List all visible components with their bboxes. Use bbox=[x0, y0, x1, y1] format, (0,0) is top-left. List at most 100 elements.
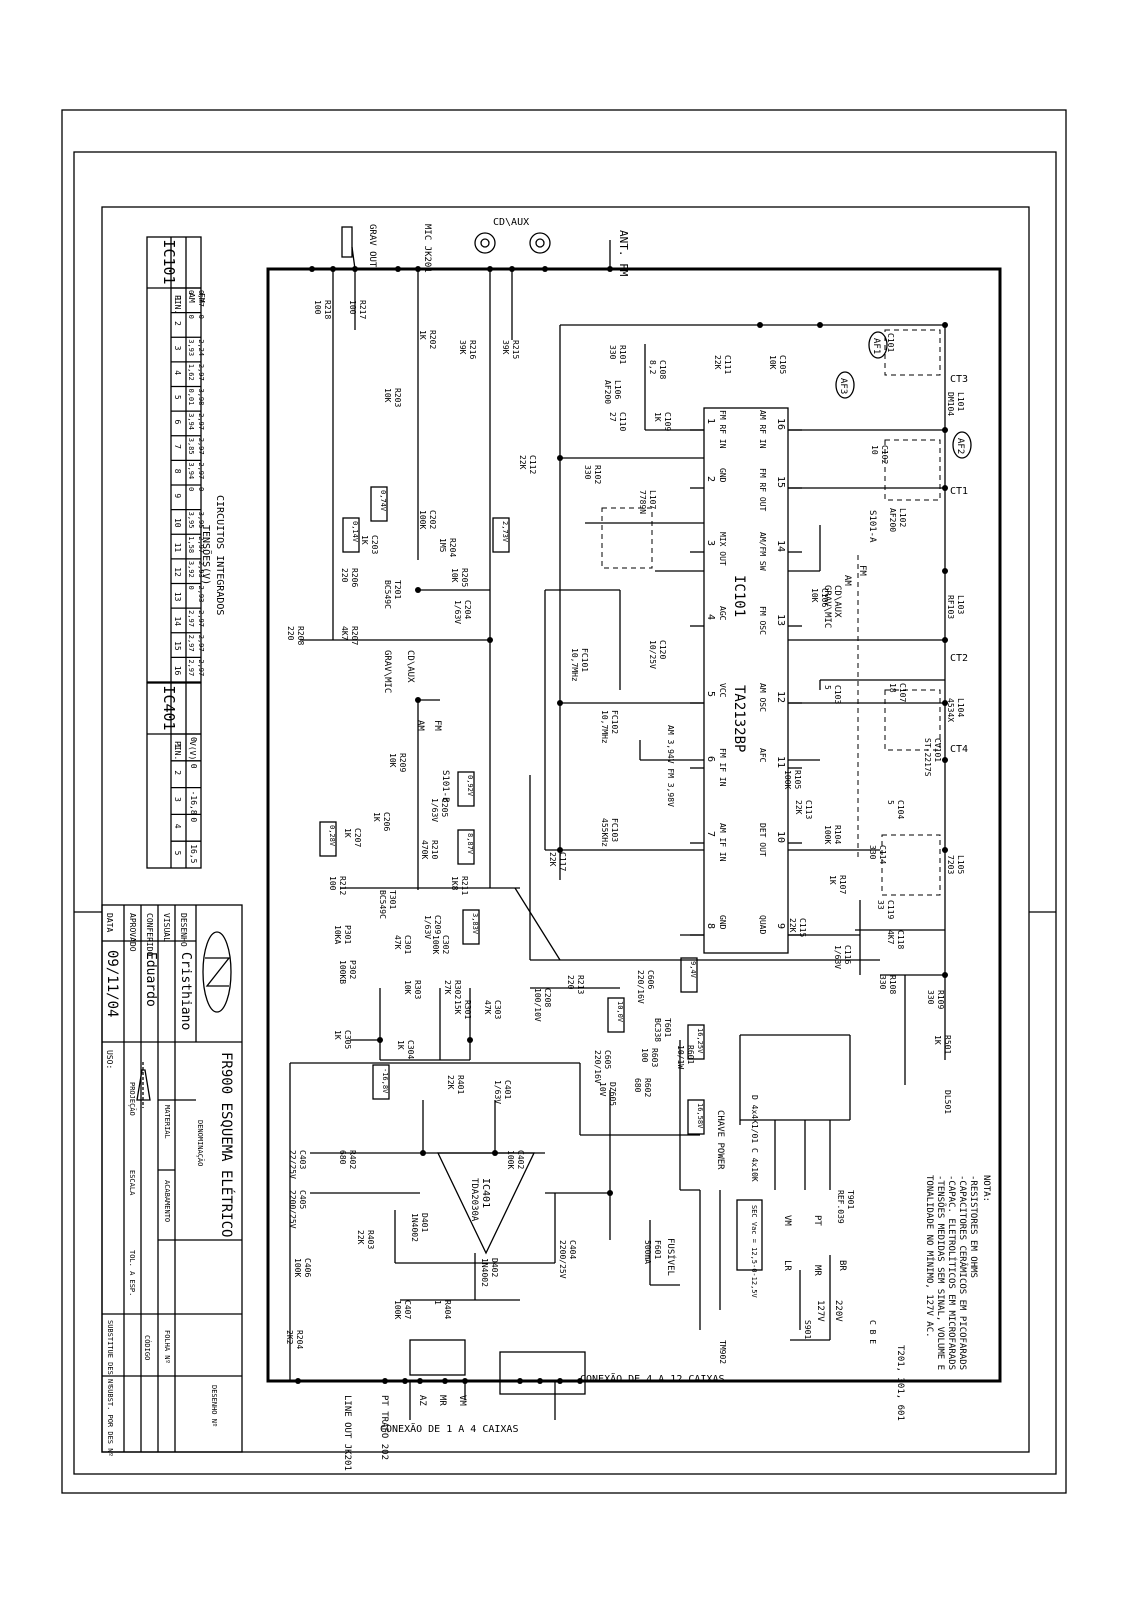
component-ref: C118 bbox=[896, 930, 905, 949]
svg-text:TDA2030A: TDA2030A bbox=[469, 1178, 479, 1222]
svg-text:AF1: AF1 bbox=[871, 338, 881, 354]
component-ref: R205 bbox=[460, 568, 469, 587]
ic101-am-value: 3,92 bbox=[187, 561, 195, 578]
svg-text:IC401: IC401 bbox=[480, 1178, 491, 1208]
ic101-pin-label: FM RF IN bbox=[718, 410, 727, 449]
svg-text:127V: 127V bbox=[815, 1300, 825, 1322]
rf-tuning-labels: AF1 AF3 AF2 CT3 CT1 CT2 CT4 bbox=[835, 331, 972, 755]
voltage-tag: 0,28V bbox=[328, 825, 336, 847]
svg-text:PT TRAFO 202: PT TRAFO 202 bbox=[379, 1395, 389, 1460]
component-value: 1N4002 bbox=[410, 1213, 419, 1242]
component-value: 680 bbox=[633, 1078, 642, 1093]
svg-text:FM: FM bbox=[432, 720, 442, 731]
component-value: 500mA bbox=[643, 1240, 652, 1264]
ic101-am-value: 3,95 bbox=[187, 512, 195, 529]
component-value: 8,2 bbox=[648, 360, 657, 375]
ic101-fm-value: 2,97 bbox=[197, 635, 205, 652]
component-ref: R204 bbox=[448, 538, 457, 557]
ic101-pin-number: 15 bbox=[173, 641, 182, 651]
component-value: 1/63V bbox=[453, 600, 462, 624]
component-ref: R107 bbox=[838, 875, 847, 894]
ic101-pin-label: AM IF IN bbox=[718, 823, 727, 862]
svg-text:C B E: C B E bbox=[868, 1320, 877, 1344]
component-value: 10/1W bbox=[676, 1045, 685, 1069]
component-value: 1K bbox=[396, 1040, 405, 1050]
component-ref: L104 bbox=[956, 698, 965, 717]
ic101-pin-number: 10 bbox=[775, 831, 786, 843]
svg-text:CD\AUX: CD\AUX bbox=[493, 217, 529, 228]
component-value: 22K bbox=[548, 852, 557, 867]
ic101-pin-number: 13 bbox=[173, 592, 182, 602]
svg-text:CT1: CT1 bbox=[950, 486, 968, 497]
component-value: 1K bbox=[828, 875, 837, 885]
component-value: 330 bbox=[868, 845, 877, 860]
component-ref: C209 bbox=[433, 915, 442, 934]
component-value: 1N4002 bbox=[480, 1258, 489, 1287]
svg-text:GRAV\MIC: GRAV\MIC bbox=[382, 650, 392, 693]
component-ref: DL501 bbox=[943, 1090, 952, 1114]
component-value: 100K bbox=[823, 825, 832, 844]
component-ref: R105 bbox=[793, 770, 802, 789]
component-value: 100K bbox=[783, 770, 792, 789]
component-ref: C103 bbox=[833, 685, 842, 704]
ic101-am-value: 0,01 bbox=[187, 389, 195, 406]
ic101-pin-number: 6 bbox=[173, 419, 182, 424]
svg-text:GRAV\MIC: GRAV\MIC bbox=[822, 585, 832, 628]
ic401-pin-number: 4 bbox=[173, 824, 182, 829]
component-ref: T301 bbox=[388, 890, 397, 909]
component-ref: R208 bbox=[296, 626, 305, 645]
svg-text:SEC Vac = 12,5-0-12,5V: SEC Vac = 12,5-0-12,5V bbox=[750, 1205, 758, 1299]
component-value: 39K bbox=[501, 340, 510, 355]
ic101-pin-number: 13 bbox=[775, 614, 786, 626]
component-ref: R203 bbox=[393, 388, 402, 407]
component-value: 10K bbox=[450, 568, 459, 583]
svg-text:DATA: DATA bbox=[105, 913, 114, 932]
ic101-am-label: AM bbox=[187, 293, 196, 303]
svg-text:CONEXÃO DE 1 A 4 CAIXAS: CONEXÃO DE 1 A 4 CAIXAS bbox=[380, 1422, 518, 1435]
svg-text:AM: AM bbox=[415, 720, 425, 731]
component-value: 220 bbox=[340, 568, 349, 583]
ic101-fm-value: 2,97 bbox=[197, 364, 205, 381]
notes: NOTA: -RESISTORES EM OHMS -CAPACITORES C… bbox=[924, 1175, 991, 1370]
ic101-fm-value: 2,97 bbox=[197, 536, 205, 553]
component-ref: R202 bbox=[428, 330, 437, 349]
component-value: 47K bbox=[393, 935, 402, 950]
component-value: 1K8 bbox=[450, 876, 459, 891]
voltage-tag: -16,8V bbox=[381, 1068, 389, 1094]
component-value: REF.039 bbox=[836, 1190, 845, 1224]
ic101-fm-value: 2,97 bbox=[197, 610, 205, 627]
ic101-pin-number: 8 bbox=[173, 469, 182, 474]
component-value: 1K bbox=[933, 1035, 942, 1045]
svg-text:SUBSTITUE DES Nº: SUBSTITUE DES Nº bbox=[106, 1320, 114, 1387]
component-value: 100K bbox=[393, 1300, 402, 1319]
component-value: 10,7MHz bbox=[570, 648, 579, 682]
ic101-am-value: 0 bbox=[187, 315, 195, 319]
component-ref: C119 bbox=[886, 900, 895, 919]
component-ref: C105 bbox=[778, 355, 787, 374]
ic101-fm-value: 3,95 bbox=[197, 512, 205, 529]
svg-text:CD\AUX: CD\AUX bbox=[832, 585, 842, 618]
component-value: 330 bbox=[926, 990, 935, 1005]
ic401-value: -16,8 bbox=[189, 791, 198, 815]
component-ref: C114 bbox=[878, 845, 887, 864]
ic101-pin-number: 7 bbox=[705, 831, 716, 837]
component-ref: C108 bbox=[658, 360, 667, 379]
svg-text:TENSÕES(V): TENSÕES(V) bbox=[200, 525, 213, 585]
svg-text:AM: AM bbox=[842, 575, 852, 586]
drawing-frame bbox=[101, 206, 1030, 1453]
svg-text:DESENHO: DESENHO bbox=[179, 913, 188, 947]
component-ref: C402 bbox=[516, 1150, 525, 1169]
component-value: 2200/25V bbox=[558, 1240, 567, 1279]
component-ref: C404 bbox=[568, 1240, 577, 1259]
svg-text:S101-A: S101-A bbox=[867, 510, 877, 543]
svg-text:TOL. A ESP.: TOL. A ESP. bbox=[128, 1250, 136, 1296]
component-value: 100 bbox=[328, 876, 337, 891]
voltage-tag: 10,0V bbox=[616, 1001, 624, 1023]
component-value: 22K bbox=[518, 455, 527, 470]
svg-text:DENOMINAÇÃO: DENOMINAÇÃO bbox=[196, 1120, 205, 1166]
voltage-tag: 9,4V bbox=[689, 961, 697, 979]
ic101-am-value: 3,94 bbox=[187, 413, 195, 430]
component-ref: R102 bbox=[593, 465, 602, 484]
svg-text:-TENSÕES MEDIDAS SEM SINAL, VO: -TENSÕES MEDIDAS SEM SINAL, VOLUME E bbox=[935, 1175, 947, 1370]
